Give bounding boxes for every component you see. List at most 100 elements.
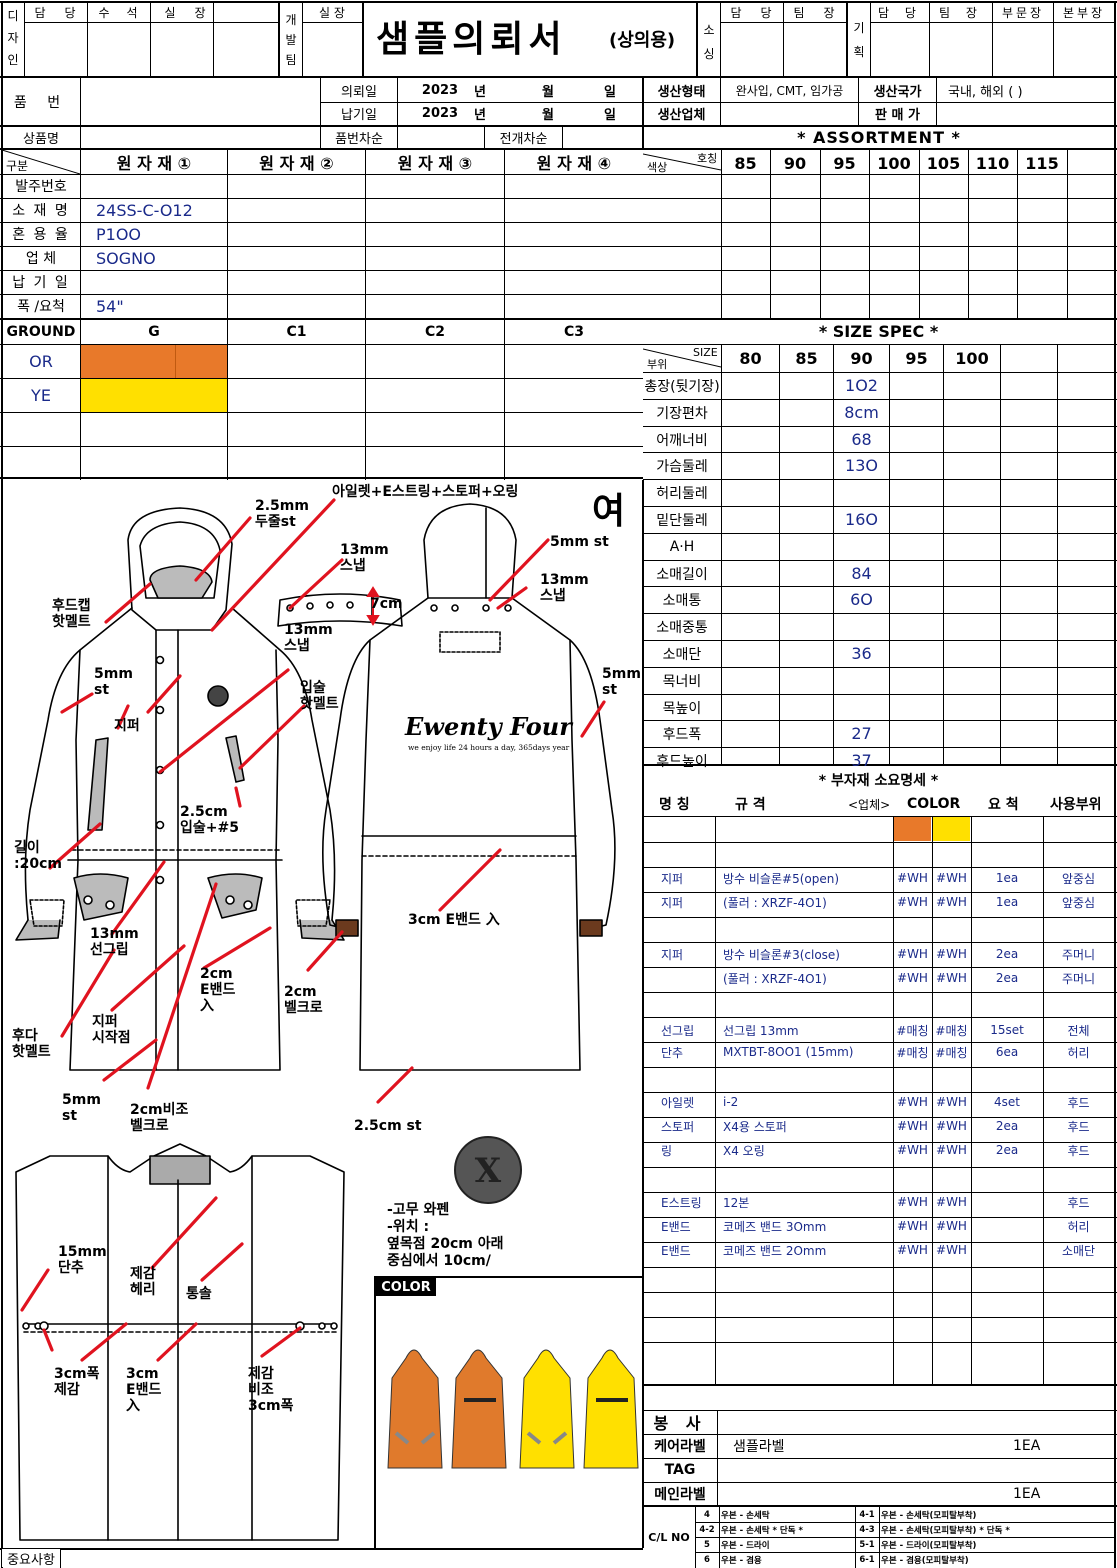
sketch-annotation: 5mm st bbox=[62, 1092, 101, 1124]
req-date-label: 의뢰일 bbox=[341, 84, 377, 100]
spec-row-label: 소매통 bbox=[662, 592, 702, 609]
trim-spec: 코메즈 밴드 3Omm bbox=[723, 1219, 827, 1234]
trim-c1: #WH bbox=[897, 971, 928, 985]
trim-c2: #매칭 bbox=[935, 1023, 968, 1038]
trim-spec: (풀러 : XRZF-4O1) bbox=[723, 971, 827, 986]
spec-row-value: 6O bbox=[850, 590, 873, 609]
trims-h-qty: 요 척 bbox=[988, 797, 1019, 813]
trim-spec: 방수 비슬론#5(open) bbox=[723, 871, 840, 886]
prod-type-label: 생산형태 bbox=[657, 84, 706, 100]
trim-qty: 15set bbox=[990, 1023, 1024, 1037]
sketch-annotation: 3cm E밴드 入 bbox=[126, 1366, 162, 1414]
trim-c2: #WH bbox=[936, 1119, 967, 1133]
trim-spec: 방수 비슬론#3(close) bbox=[723, 947, 840, 962]
spec-size: 80 bbox=[739, 349, 762, 368]
spec-row-value bbox=[834, 667, 889, 694]
sourcing-col: 팀 bbox=[793, 5, 805, 20]
fabric-vendor: SOGNO bbox=[96, 248, 156, 268]
spec-row-label: 허리둘레 bbox=[656, 485, 708, 502]
design-col: 당 bbox=[64, 5, 76, 20]
spec-size: 85 bbox=[795, 349, 818, 368]
sketch-annotation: 지퍼 시작점 bbox=[92, 1014, 131, 1046]
due-month-unit: 월 bbox=[542, 108, 554, 123]
trim-c1: #매칭 bbox=[896, 1045, 929, 1060]
req-year-unit: 년 bbox=[474, 84, 486, 100]
trim-qty: 2ea bbox=[995, 1119, 1019, 1133]
info-section: 품 번 의뢰일 납기일 2023 년 월 일 2023 년 월 일 생산형태 완… bbox=[0, 78, 1117, 150]
care-qty: 1EA bbox=[1013, 1438, 1041, 1454]
trim-qty: 6ea bbox=[995, 1045, 1019, 1059]
trim-name: 단추 bbox=[661, 1045, 684, 1060]
sketch-annotation: 3cm폭 제감 bbox=[54, 1366, 100, 1398]
material-row-label: 혼 용 율 bbox=[12, 227, 70, 243]
trim-c2: #WH bbox=[936, 1095, 967, 1109]
sketch-annotation: 13mm 스냅 bbox=[284, 622, 333, 654]
fabric-mix: P1OO bbox=[96, 224, 142, 244]
spec-row-label: 목높이 bbox=[662, 700, 702, 717]
trim-use: 소매단 bbox=[1061, 1243, 1096, 1258]
ground-col: G bbox=[148, 324, 160, 340]
ground-col: C3 bbox=[563, 324, 584, 340]
tag-label: TAG bbox=[664, 1462, 696, 1478]
cl-cell: 우본 - 드라이(모피탈부착) bbox=[881, 1540, 977, 1551]
cl-cell: 4-1 bbox=[859, 1509, 875, 1520]
req-day-unit: 일 bbox=[604, 84, 616, 100]
trim-use: 후드 bbox=[1067, 1195, 1090, 1210]
sketch-annotation: 5mm st bbox=[602, 666, 641, 698]
due-day-unit: 일 bbox=[604, 108, 616, 123]
svg-text:X: X bbox=[475, 1151, 502, 1191]
sketch-annotation: 2cm 벨크로 bbox=[284, 984, 323, 1016]
sketch-annotation: 3cm E밴드 入 bbox=[408, 912, 500, 928]
cl-cell: 5 bbox=[704, 1539, 710, 1550]
sketch-annotation: 13mm 스냅 bbox=[340, 542, 389, 574]
trim-use: 전체 bbox=[1067, 1023, 1090, 1038]
cl-cell: 우본 - 드라이 bbox=[721, 1540, 770, 1551]
sketch-annotation: 15mm 단추 bbox=[58, 1244, 107, 1276]
ground-col: C2 bbox=[424, 324, 445, 340]
trim-qty: 2ea bbox=[995, 947, 1019, 961]
plan-col: 본부장 bbox=[1062, 5, 1106, 20]
item-seq-label: 품번차순 bbox=[335, 131, 383, 147]
design-col: 석 bbox=[126, 5, 138, 20]
sewing-label: 봉 사 bbox=[653, 1414, 707, 1433]
dev-label: 팀 bbox=[285, 52, 297, 67]
size-spec-title: * SIZE SPEC * bbox=[818, 321, 939, 341]
trims-h-name: 명 칭 bbox=[659, 797, 690, 813]
trim-name: 지퍼 bbox=[661, 947, 684, 962]
spec-row-value: 36 bbox=[851, 644, 872, 663]
color-ye-label: YE bbox=[31, 386, 51, 405]
sketch-annotation: 제감 헤리 bbox=[130, 1266, 156, 1298]
trim-spec: 코메즈 밴드 2Omm bbox=[723, 1243, 827, 1258]
spec-size: 95 bbox=[905, 349, 928, 368]
trim-c2: #WH bbox=[936, 947, 967, 961]
sketch-annotation: 2.5cm 입술+#5 bbox=[180, 804, 239, 836]
design-label-3: 인 bbox=[7, 52, 19, 67]
sourcing-col: 당 bbox=[760, 5, 772, 20]
trim-name: E스트링 bbox=[661, 1195, 702, 1210]
cl-cell: 우본 - 겸용(모피탈부착) bbox=[881, 1555, 969, 1566]
spec-row-label: 후드폭 bbox=[662, 726, 702, 743]
trims-h-spec: 규 격 bbox=[735, 797, 766, 813]
trim-qty bbox=[971, 1214, 1043, 1238]
sketch-annotation: 7cm bbox=[370, 596, 403, 612]
prod-country-value: 국내, 해외 ( ) bbox=[948, 84, 1023, 100]
trim-name: 지퍼 bbox=[661, 871, 684, 886]
plan-col: 담 당 bbox=[878, 5, 922, 20]
spec-row-value bbox=[834, 613, 889, 640]
trim-use: 후드 bbox=[1067, 1119, 1090, 1134]
trims-title: * 부자재 소요명세 * bbox=[818, 773, 939, 789]
spec-row-value: 8cm bbox=[844, 403, 879, 422]
cl-cell: 우본 - 겸용 bbox=[721, 1555, 762, 1566]
sketch-annotation: 후다 핫멜트 bbox=[12, 1028, 51, 1060]
sketch-annotation: 지퍼 bbox=[114, 718, 140, 734]
sketch-annotation: 2.5cm st bbox=[354, 1118, 422, 1134]
trim-name: 스토퍼 bbox=[661, 1119, 695, 1134]
trim-use: 주머니 bbox=[1061, 947, 1096, 962]
prod-country-label: 생산국가 bbox=[873, 84, 922, 100]
trim-c2: #WH bbox=[936, 1243, 967, 1257]
important-label: 중요사항 bbox=[2, 1549, 60, 1568]
sourcing-label: 싱 bbox=[703, 46, 715, 61]
plan-col: 팀 장 bbox=[939, 5, 983, 20]
rubber-patch bbox=[454, 1136, 522, 1204]
req-year: 2023 bbox=[421, 82, 459, 98]
